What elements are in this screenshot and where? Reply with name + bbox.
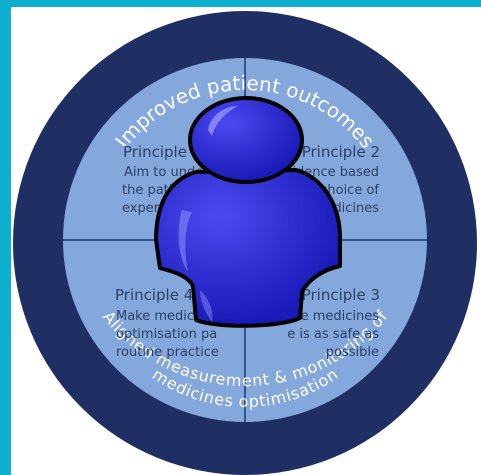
principle-3-title: Principle 3 xyxy=(302,286,380,304)
principle-3-line-3: possible xyxy=(326,345,379,360)
principle-4-line-1: Make medicin xyxy=(116,309,206,324)
principle-4-line-3: routine practice xyxy=(116,345,219,360)
principle-2-line-2: choice of xyxy=(320,183,379,198)
principle-1-title: Principle 1 xyxy=(123,143,201,161)
principle-4-title: Principle 4 xyxy=(115,286,193,304)
quadrant-principle-3: Principle 3 re medicines e is as safe as… xyxy=(287,286,380,360)
principle-3-line-1: re medicines xyxy=(296,309,380,324)
principle-4-line-2: optimisation pa xyxy=(116,327,217,342)
quadrant-principle-4: Principle 4 Make medicin optimisation pa… xyxy=(115,286,219,360)
principle-3-line-2: e is as safe as xyxy=(287,327,379,342)
person-head xyxy=(188,96,304,184)
principle-2-title: Principle 2 xyxy=(302,143,380,161)
person-icon xyxy=(154,96,342,328)
